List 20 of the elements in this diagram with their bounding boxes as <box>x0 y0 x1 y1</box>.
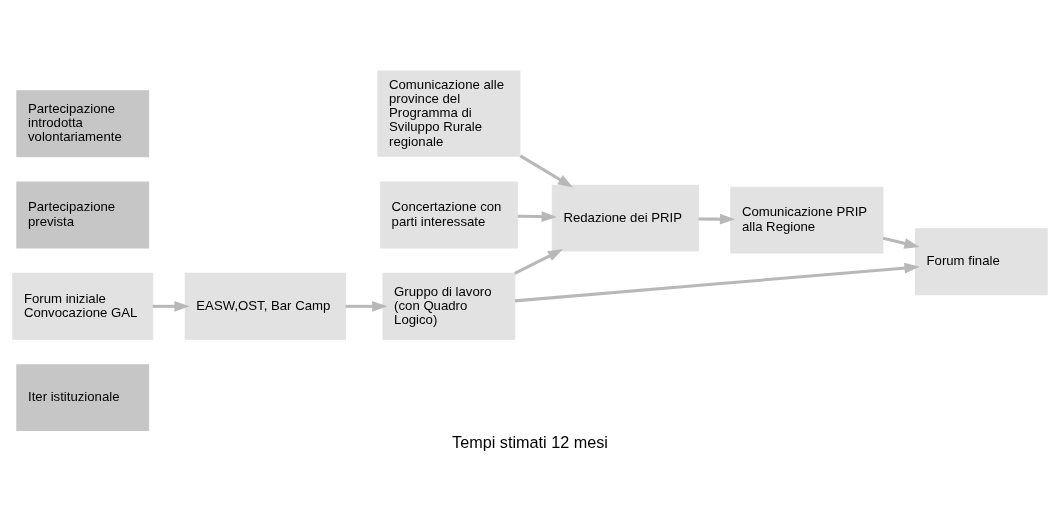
arrow <box>514 249 564 275</box>
node-box: Concertazione con parti interessate <box>379 181 518 249</box>
arrow <box>698 213 736 225</box>
arrow <box>519 154 574 188</box>
node-box: Forum finale <box>914 228 1048 296</box>
node-box: Partecipazione prevista <box>16 181 150 249</box>
node-box: Gruppo di lavoro (con Quadro Logico) <box>382 272 516 340</box>
arrow <box>882 236 920 249</box>
node-box: Comunicazione alle province del Programma di Sviluppo Rurale regionale <box>377 70 521 157</box>
node-box: Iter istituzionale <box>16 364 150 432</box>
arrow <box>345 301 388 312</box>
node-box: Forum iniziale Convocazione GAL <box>12 272 154 340</box>
arrow <box>152 301 190 312</box>
node-box: Partecipazione introdotta volontariamente <box>16 90 150 158</box>
arrow <box>517 211 557 222</box>
node-box: EASW,OST, Bar Camp <box>184 272 346 340</box>
arrow <box>514 262 920 303</box>
node-box: Redazione dei PRIP <box>551 184 699 252</box>
node-box: Comunicazione PRIP alla Regione <box>730 186 884 254</box>
caption: Tempi stimati 12 mesi <box>452 432 608 451</box>
